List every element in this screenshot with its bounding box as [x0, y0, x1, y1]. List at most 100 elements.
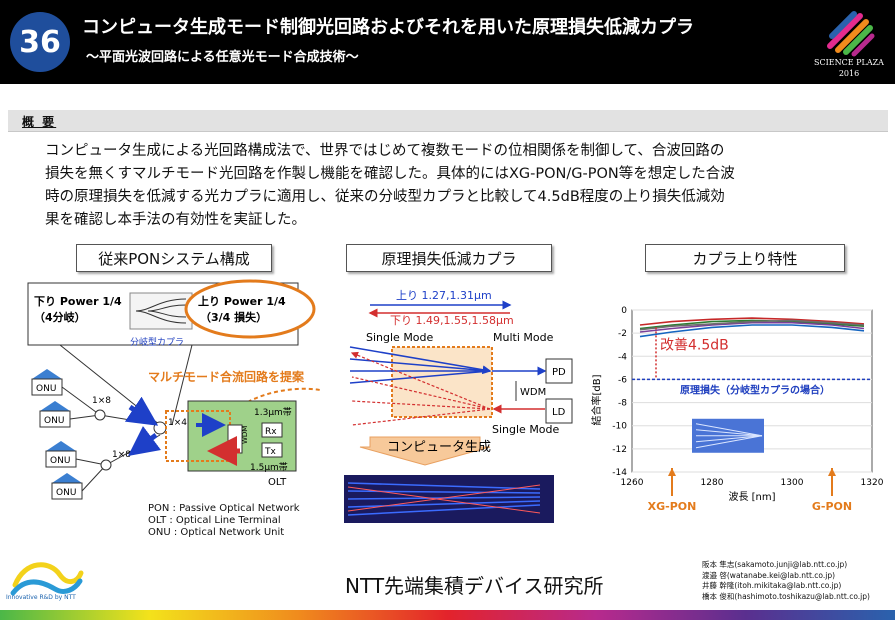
band-15-label: 1.5μm帯	[250, 461, 288, 473]
y-axis-ticks: 0 -2 -4 -6 -8 -10 -12 -14	[612, 306, 627, 478]
footer	[0, 552, 895, 620]
house-icon	[40, 401, 70, 411]
computer-gen-arrow	[359, 436, 491, 466]
x-tick-label: 1260	[621, 478, 644, 488]
series-line	[639, 321, 865, 333]
down-power-label: 下り Power 1/4	[34, 295, 122, 308]
house-icon	[46, 441, 76, 451]
pd-box	[545, 358, 573, 384]
contact-entry: 渡邉 啓(watanabe.kei@lab.ntt.co.jp)	[702, 570, 836, 580]
down-power-branch: （4分岐）	[34, 310, 86, 324]
onu-label: ONU	[56, 488, 76, 498]
contact-list: 阪本 隼志(sakamoto.junji@lab.ntt.co.jp) 渡邉 啓…	[702, 560, 870, 602]
y-tick-label: -4	[618, 352, 627, 362]
branch-coupler-label: 分岐型カプラ	[130, 336, 184, 348]
up-power-label: 上り Power 1/4	[198, 294, 286, 308]
abstract-line: 損失を無くすマルチモード光回路を作製し機能を確認した。具体的にはXG-PON/G…	[45, 166, 735, 182]
contact-entry: 井藤 幹隆(itoh.mikitaka@lab.ntt.co.jp)	[702, 581, 842, 590]
splitter-node	[153, 421, 167, 435]
y-tick-label: -2	[618, 329, 627, 339]
band-13-label: 1.3μm帯	[254, 406, 292, 418]
header-bar: 36 コンピュータ生成モード制御光回路およびそれを用いた原理損失低減カプラ ～平…	[0, 0, 895, 84]
contact-entry: 橋本 俊和(hashimoto.toshikazu@lab.ntt.co.jp)	[702, 591, 870, 601]
computer-gen-label: コンピュータ生成	[387, 440, 491, 455]
proposal-connector	[221, 387, 321, 426]
x-tick-label: 1280	[701, 478, 724, 488]
split-1x8-label: 1×8	[92, 396, 111, 406]
poster-title: コンピュータ生成モード制御光回路およびそれを用いた原理損失低減カプラ	[82, 17, 694, 38]
splitter-node	[94, 409, 106, 421]
marker-arrowhead	[828, 468, 836, 476]
y-axis-label: 結合率[dB]	[590, 374, 603, 425]
circuit-down-lines	[347, 484, 541, 514]
multi-mode-label: Multi Mode	[493, 331, 554, 344]
series-line	[639, 324, 865, 338]
fiber-lines	[61, 386, 161, 492]
chart-section-title: カプラ上り特性	[645, 244, 845, 272]
abstract-line: 果を確認し本手法の有効性を実証した。	[45, 212, 306, 228]
olt-wdm-label: WDM	[241, 426, 249, 444]
series-line	[639, 317, 865, 326]
marker-arrowhead	[668, 468, 676, 476]
y-tick-label: 0	[621, 306, 627, 316]
pon-section-title: 従来PONシステム構成	[76, 244, 272, 272]
x-tick-label: 1320	[861, 478, 884, 488]
up-wavelength-label: 上り 1.27,1.31μm	[396, 289, 492, 302]
definition-line: ONU : Optical Network Unit	[148, 527, 285, 538]
up-power-loss: （3/4 損失）	[200, 310, 267, 324]
onu-label: ONU	[50, 456, 70, 466]
coupler-diagram: 上り 1.27,1.31μm 下り 1.49,1.55,1.58μm Singl…	[344, 289, 573, 523]
wavelength-marker-label: G-PON	[812, 500, 852, 513]
rx-label: Rx	[265, 427, 277, 437]
branch-coupler-icon	[135, 298, 187, 324]
pon-system-diagram: 下り Power 1/4 （4分岐） 上り Power 1/4 （3/4 損失）…	[27, 279, 321, 500]
olt-label: OLT	[268, 477, 287, 488]
y-tick-label: -8	[618, 399, 627, 409]
innovative-tagline: Innovative R&D by NTT	[6, 594, 76, 601]
ld-box	[545, 398, 573, 424]
split-1x4-label: 1×4	[168, 418, 187, 428]
x-tick-label: 1300	[781, 478, 804, 488]
inset-waveguide	[695, 435, 763, 449]
series-line	[639, 319, 865, 331]
down-wavelength-label: 下り 1.49,1.55,1.58μm	[390, 314, 514, 327]
upstream-arrow	[128, 426, 161, 456]
pd-label: PD	[552, 367, 566, 378]
wavelength-marker-label: XG-PON	[648, 500, 697, 513]
inset-waveguide	[695, 435, 763, 443]
section-label: 概 要	[22, 115, 57, 129]
y-tick-label: -10	[612, 422, 627, 432]
reference-label: 原理損失（分岐型カプラの場合）	[680, 383, 830, 396]
chart-series	[639, 317, 865, 338]
rx-box	[261, 422, 283, 438]
house-icon	[52, 473, 82, 483]
y-tick-label: -14	[612, 468, 627, 478]
rainbow-stripe	[0, 610, 895, 620]
callout-pointer	[59, 344, 193, 426]
ld-label: LD	[552, 407, 566, 418]
inset-waveguide	[695, 429, 763, 437]
definition-line: OLT : Optical Line Terminal	[148, 515, 281, 526]
y-tick-label: -12	[612, 445, 627, 455]
upstream-arrow	[124, 396, 159, 426]
mm-combiner-highlight	[165, 410, 231, 462]
ntt-innovative-logo	[10, 562, 84, 596]
science-plaza-logo: SCIENCE PLAZA 2016	[810, 8, 888, 80]
splitter-node	[100, 459, 112, 471]
coupler-section-title: 原理損失低減カプラ	[346, 244, 552, 272]
abstract-line: 時の原理損失を低減する光カプラに適用し、従来の分岐型カプラと比較して4.5dB程…	[45, 189, 725, 205]
y-tick-label: -6	[618, 375, 627, 385]
poster-number-badge: 36	[10, 12, 70, 72]
abstract-line: コンピュータ生成による光回路構成法で、世界ではじめて複数モードの位相関係を制御し…	[45, 143, 725, 159]
inset-waveguide	[695, 423, 763, 437]
single-mode-bottom-label: Single Mode	[492, 423, 560, 436]
logo-year: 2016	[838, 69, 860, 78]
split-1x8-label: 1×8	[112, 450, 131, 460]
onu-label: ONU	[44, 416, 64, 426]
abstract-text: コンピュータ生成による光回路構成法で、世界ではじめて複数モードの位相関係を制御し…	[45, 140, 880, 232]
proposal-label: マルチモード合流回路を提案	[148, 369, 305, 384]
onu-label: ONU	[36, 384, 56, 394]
